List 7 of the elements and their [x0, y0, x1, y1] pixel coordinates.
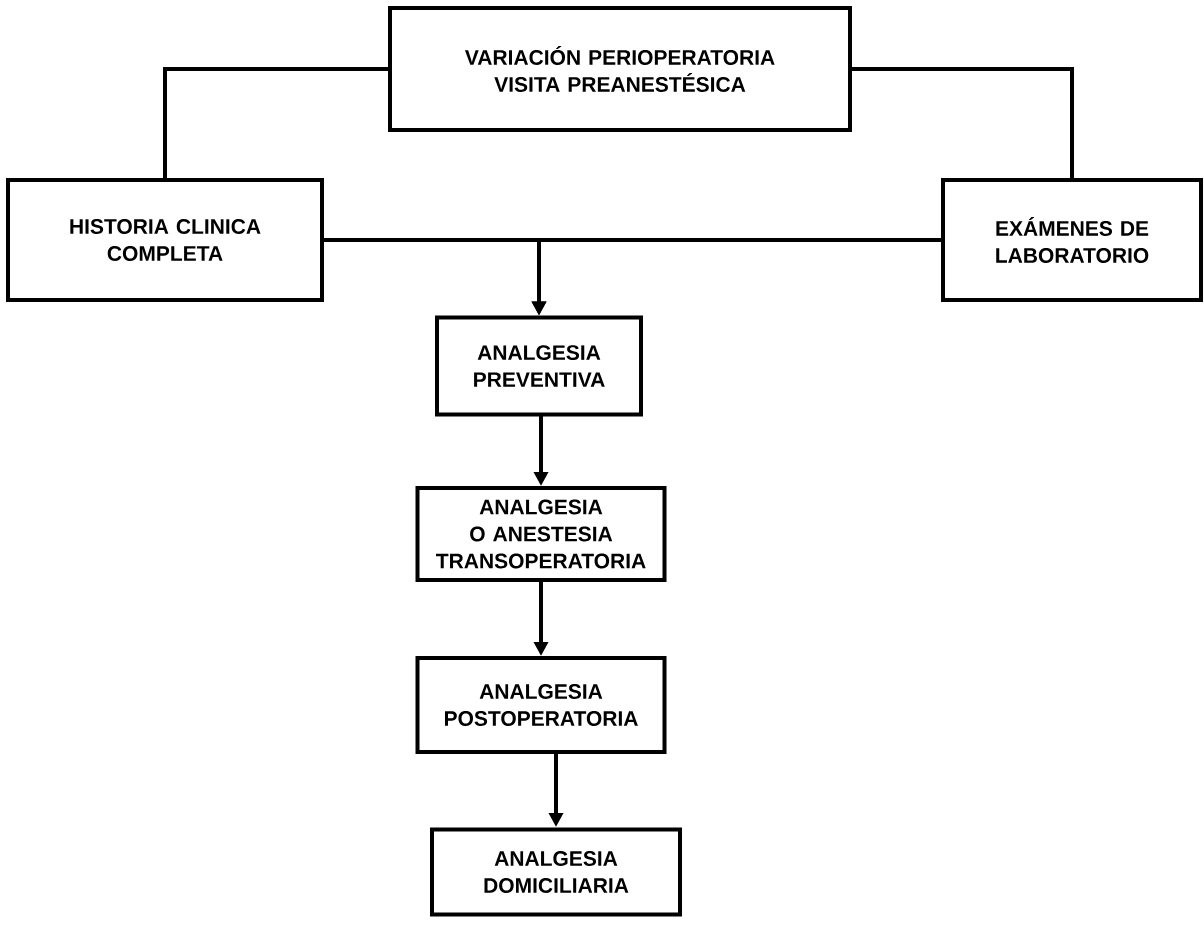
process-box: ANALGESIA DOMICILIARIA: [430, 827, 682, 917]
process-box: ANALGESIA POSTOPERATORIA: [415, 656, 667, 754]
process-box: VARIACIÓN PERIOPERATORIA VISITA PREANESTÉSICA: [388, 6, 852, 132]
process-box: HISTORIA CLINICA COMPLETA: [6, 178, 324, 302]
process-box: EXÁMENES DE LABORATORIO: [941, 178, 1203, 302]
process-box: ANALGESIA O ANESTESIA TRANSOPERATORIA: [415, 486, 667, 582]
process-box: ANALGESIA PREVENTIVA: [435, 315, 643, 417]
